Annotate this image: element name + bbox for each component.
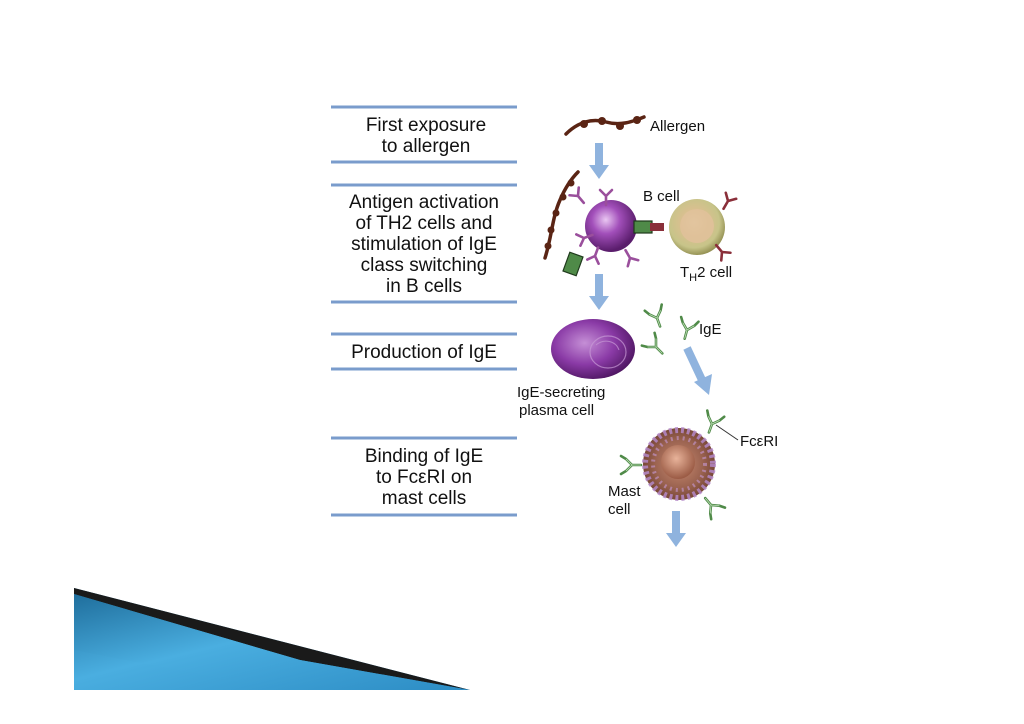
ige-label: IgE xyxy=(699,321,722,338)
step-antigen-line-4: class switching xyxy=(361,255,488,276)
th2-cell-label: TH2 cell xyxy=(680,264,732,284)
mast-cell-label-1: Mast xyxy=(608,483,641,500)
plasma-cell-label-2: plasma cell xyxy=(519,402,594,419)
step-antigen-line-3: stimulation of IgE xyxy=(351,234,497,255)
allergen-chain-on-bcell xyxy=(543,170,580,260)
mast-cell-label-2: cell xyxy=(608,501,631,518)
th2-cell xyxy=(669,191,738,262)
step-first-exposure-line-2: to allergen xyxy=(382,136,471,157)
step-production-line-1: Production of IgE xyxy=(351,342,497,363)
step-box-binding-ige: Binding of IgE to FcεRI on mast cells xyxy=(331,436,517,517)
mhc-tcr-complex xyxy=(633,220,664,234)
step-antigen-line-5: in B cells xyxy=(386,276,462,297)
step-binding-line-3: mast cells xyxy=(382,488,466,509)
step-box-first-exposure: First exposure to allergen xyxy=(331,105,517,164)
arrow-4 xyxy=(666,511,686,547)
step-first-exposure-line-1: First exposure xyxy=(366,115,486,136)
step-binding-line-2: to FcεRI on xyxy=(376,467,472,488)
step-antigen-line-2: of TH2 cells and xyxy=(356,213,493,234)
arrow-1 xyxy=(589,143,609,179)
plasma-cell xyxy=(551,319,635,379)
corner-decoration xyxy=(74,588,470,690)
b-cell-label: B cell xyxy=(643,188,680,205)
step-box-antigen-activation: Antigen activation of TH2 cells and stim… xyxy=(331,183,517,304)
allergen-molecule xyxy=(564,115,646,136)
allergen-label: Allergen xyxy=(650,118,705,135)
arrow-2 xyxy=(589,274,609,310)
step-box-production-ige: Production of IgE xyxy=(331,332,517,371)
arrow-3 xyxy=(683,346,712,395)
step-binding-line-1: Binding of IgE xyxy=(365,446,483,467)
plasma-cell-label-1: IgE-secreting xyxy=(517,384,605,401)
b-cell xyxy=(568,186,640,268)
step-antigen-line-1: Antigen activation xyxy=(349,192,499,213)
mast-cell xyxy=(619,409,727,521)
fceri-leader-line xyxy=(715,424,739,441)
mhc-bottom xyxy=(562,251,584,277)
fceri-label: FcεRI xyxy=(740,433,778,450)
